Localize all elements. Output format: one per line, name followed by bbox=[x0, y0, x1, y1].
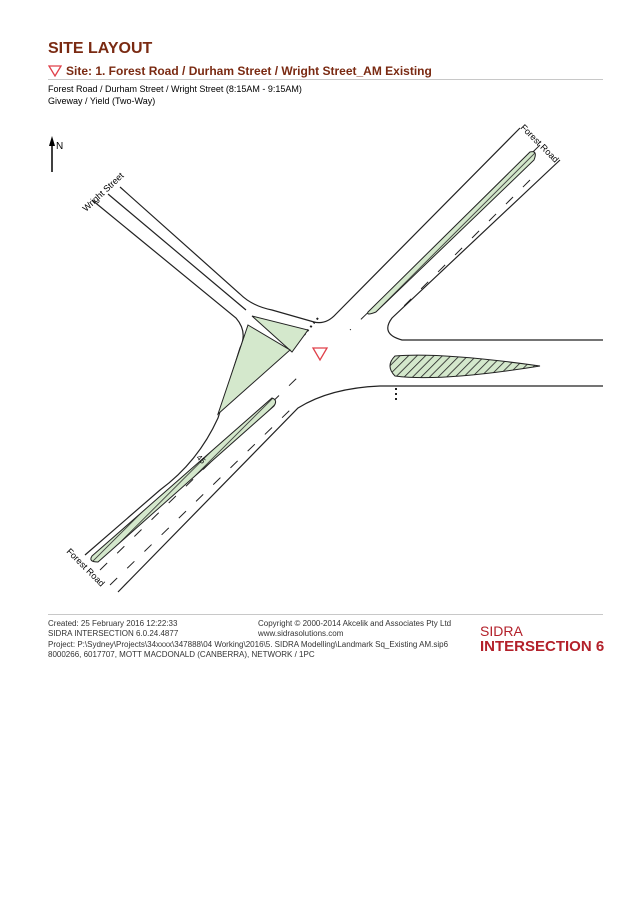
logo-line1: SIDRA bbox=[480, 623, 523, 639]
north-arrow: N bbox=[49, 136, 63, 172]
site-title: Site: 1. Forest Road / Durham Street / W… bbox=[66, 64, 432, 78]
traffic-island-large bbox=[216, 324, 291, 416]
wright-street-label: Wright Street bbox=[81, 170, 126, 213]
median-ne bbox=[367, 151, 536, 315]
version-text: SIDRA INTERSECTION 6.0.24.4877 bbox=[48, 629, 179, 638]
page-title: SITE LAYOUT bbox=[48, 40, 153, 57]
road-edges bbox=[84, 127, 603, 593]
control-type: Giveway / Yield (Two-Way) bbox=[48, 96, 156, 106]
median-east bbox=[389, 354, 541, 379]
licence-text: 8000266, 6017707, MOTT MACDONALD (CANBER… bbox=[48, 650, 315, 659]
yield-icon bbox=[48, 65, 62, 77]
copyright-text: Copyright © 2000-2014 Akcelik and Associ… bbox=[258, 619, 452, 628]
website-link[interactable]: www.sidrasolutions.com bbox=[258, 629, 344, 638]
north-label: N bbox=[56, 141, 63, 152]
created-text: Created: 25 February 2016 12:22:33 bbox=[48, 619, 178, 628]
traffic-island bbox=[251, 315, 309, 353]
project-path: Project: P:\Sydney\Projects\34xxxx\34788… bbox=[48, 640, 449, 649]
header-divider bbox=[48, 79, 603, 80]
give-way-line bbox=[303, 317, 319, 336]
yield-icon bbox=[311, 347, 329, 362]
site-heading: Site: 1. Forest Road / Durham Street / W… bbox=[48, 64, 432, 78]
site-layout-diagram: N Forest Road Wright Street Forest Road … bbox=[49, 122, 603, 593]
median-sw bbox=[90, 397, 277, 563]
logo-line2: INTERSECTION 6 bbox=[480, 638, 605, 655]
site-description: Forest Road / Durham Street / Wright Str… bbox=[48, 84, 302, 94]
sidra-logo: SIDRA INTERSECTION 6 bbox=[480, 623, 604, 655]
footer-divider bbox=[48, 614, 603, 615]
